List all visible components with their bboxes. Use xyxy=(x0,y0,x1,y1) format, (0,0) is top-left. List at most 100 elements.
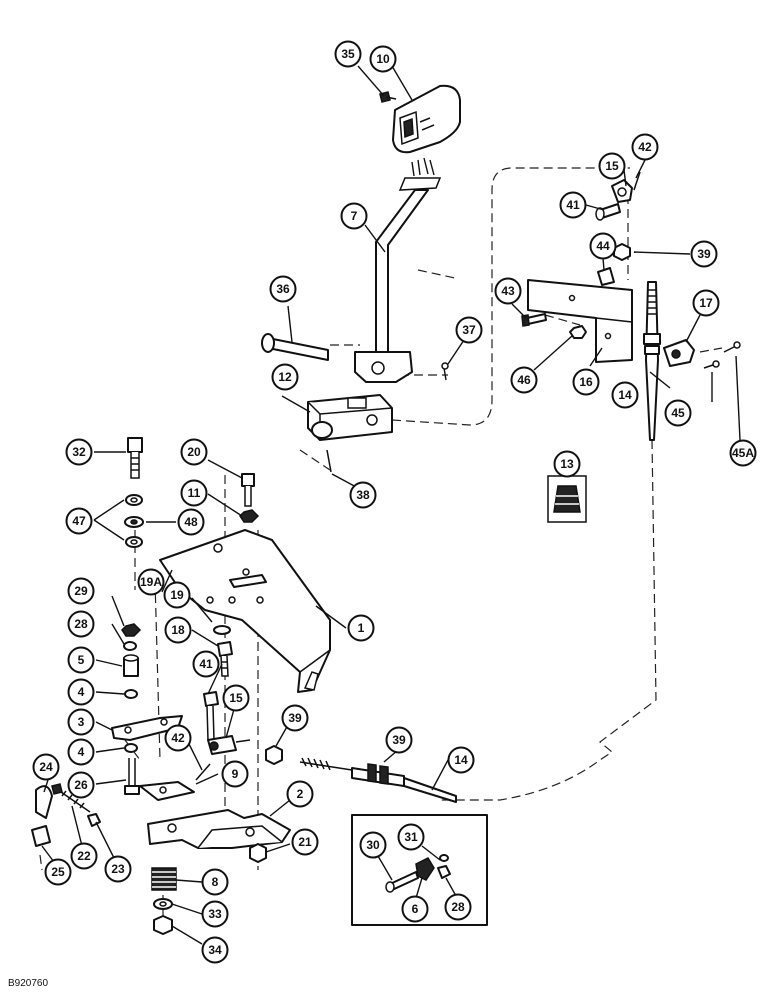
callout-39-lower: 39 xyxy=(281,704,309,732)
svg-text:1: 1 xyxy=(358,621,365,635)
callout-37: 37 xyxy=(455,316,483,344)
callout-28-left: 28 xyxy=(67,610,95,638)
callout-45: 45 xyxy=(664,399,692,427)
svg-text:42: 42 xyxy=(638,140,652,154)
svg-text:21: 21 xyxy=(298,835,312,849)
callout-19: 19 xyxy=(163,581,191,609)
svg-text:29: 29 xyxy=(74,584,88,598)
callout-9: 9 xyxy=(221,760,249,788)
lock-washer-48 xyxy=(124,516,144,528)
roll-pin xyxy=(326,449,332,473)
callout-23: 23 xyxy=(104,855,132,883)
nut-39-lower xyxy=(265,745,283,765)
svg-text:33: 33 xyxy=(208,907,222,921)
pivot-pin xyxy=(261,333,329,361)
svg-text:15: 15 xyxy=(229,691,243,705)
bolt-26 xyxy=(124,758,140,795)
callout-42-upper: 42 xyxy=(631,133,659,161)
svg-text:16: 16 xyxy=(579,375,593,389)
cable-clamp xyxy=(663,339,695,367)
svg-text:38: 38 xyxy=(356,488,370,502)
bolt-32 xyxy=(127,437,143,479)
callout-41-upper: 41 xyxy=(559,191,587,219)
svg-text:15: 15 xyxy=(605,159,619,173)
callout-14-upper: 14 xyxy=(611,381,639,409)
svg-text:14: 14 xyxy=(618,388,632,402)
cable-bracket xyxy=(527,279,633,363)
washer-4-upper xyxy=(124,689,138,699)
callout-24: 24 xyxy=(32,753,60,781)
bolt-41-lower xyxy=(203,691,219,741)
lower-clevis xyxy=(207,735,251,755)
svg-text:24: 24 xyxy=(39,760,53,774)
callout-33: 33 xyxy=(201,900,229,928)
washer-47-bottom xyxy=(125,536,143,548)
svg-text:28: 28 xyxy=(451,900,465,914)
hardware-inset xyxy=(351,814,488,926)
svg-text:45A: 45A xyxy=(732,446,754,460)
svg-text:34: 34 xyxy=(208,943,222,957)
clip-sleeve xyxy=(31,825,51,847)
callout-11: 11 xyxy=(180,479,208,507)
callout-22: 22 xyxy=(70,842,98,870)
callout-5: 5 xyxy=(67,646,95,674)
svg-text:23: 23 xyxy=(111,862,125,876)
lever-bracket xyxy=(307,394,393,441)
callout-4-upper: 4 xyxy=(67,678,95,706)
svg-text:47: 47 xyxy=(72,514,86,528)
svg-text:37: 37 xyxy=(462,323,476,337)
bolt-18 xyxy=(217,641,233,677)
callout-19A: 19A xyxy=(137,568,165,596)
callout-32: 32 xyxy=(65,438,93,466)
svg-text:5: 5 xyxy=(78,653,85,667)
callout-39-upper: 39 xyxy=(690,240,718,268)
callout-39-cable: 39 xyxy=(385,726,413,754)
washer-4-lower xyxy=(124,743,138,753)
svg-text:31: 31 xyxy=(404,830,418,844)
washer-19 xyxy=(213,625,231,635)
callout-12: 12 xyxy=(271,363,299,391)
svg-text:20: 20 xyxy=(187,445,201,459)
svg-text:44: 44 xyxy=(596,239,610,253)
svg-text:4: 4 xyxy=(78,745,85,759)
leader-lines xyxy=(41,65,741,945)
callout-26: 26 xyxy=(67,771,95,799)
svg-text:18: 18 xyxy=(171,623,185,637)
callout-8: 8 xyxy=(201,868,229,896)
retaining-clip xyxy=(35,785,53,819)
callout-6: 6 xyxy=(401,895,429,923)
bolt-22 xyxy=(51,783,91,813)
callout-21: 21 xyxy=(291,828,319,856)
callout-46: 46 xyxy=(510,366,538,394)
washer-28 xyxy=(123,641,137,651)
callout-25: 25 xyxy=(44,858,72,886)
svg-text:6: 6 xyxy=(412,902,419,916)
callout-20: 20 xyxy=(180,438,208,466)
svg-text:14: 14 xyxy=(454,753,468,767)
callout-15-upper: 15 xyxy=(598,152,626,180)
callout-31: 31 xyxy=(397,823,425,851)
callout-36: 36 xyxy=(269,275,297,303)
upper-cable-end xyxy=(643,281,661,441)
upper-cotter-pin xyxy=(633,171,641,191)
callout-34: 34 xyxy=(201,936,229,964)
callout-43: 43 xyxy=(494,277,522,305)
lower-plate xyxy=(147,809,291,849)
knob-wiring xyxy=(398,157,442,191)
nut-11 xyxy=(239,509,260,523)
svg-text:41: 41 xyxy=(566,198,580,212)
callout-48: 48 xyxy=(177,508,205,536)
callout-35: 35 xyxy=(334,40,362,68)
washer-47-top xyxy=(125,494,143,506)
callout-28-inset: 28 xyxy=(444,893,472,921)
svg-text:8: 8 xyxy=(212,875,219,889)
svg-text:35: 35 xyxy=(341,47,355,61)
plate-9 xyxy=(139,781,195,801)
callout-18: 18 xyxy=(164,616,192,644)
spring xyxy=(151,867,177,891)
washer-33 xyxy=(153,898,173,910)
callout-44: 44 xyxy=(589,232,617,260)
callout-41-lower: 41 xyxy=(192,650,220,678)
svg-text:41: 41 xyxy=(199,657,213,671)
spacer-5 xyxy=(123,654,139,677)
